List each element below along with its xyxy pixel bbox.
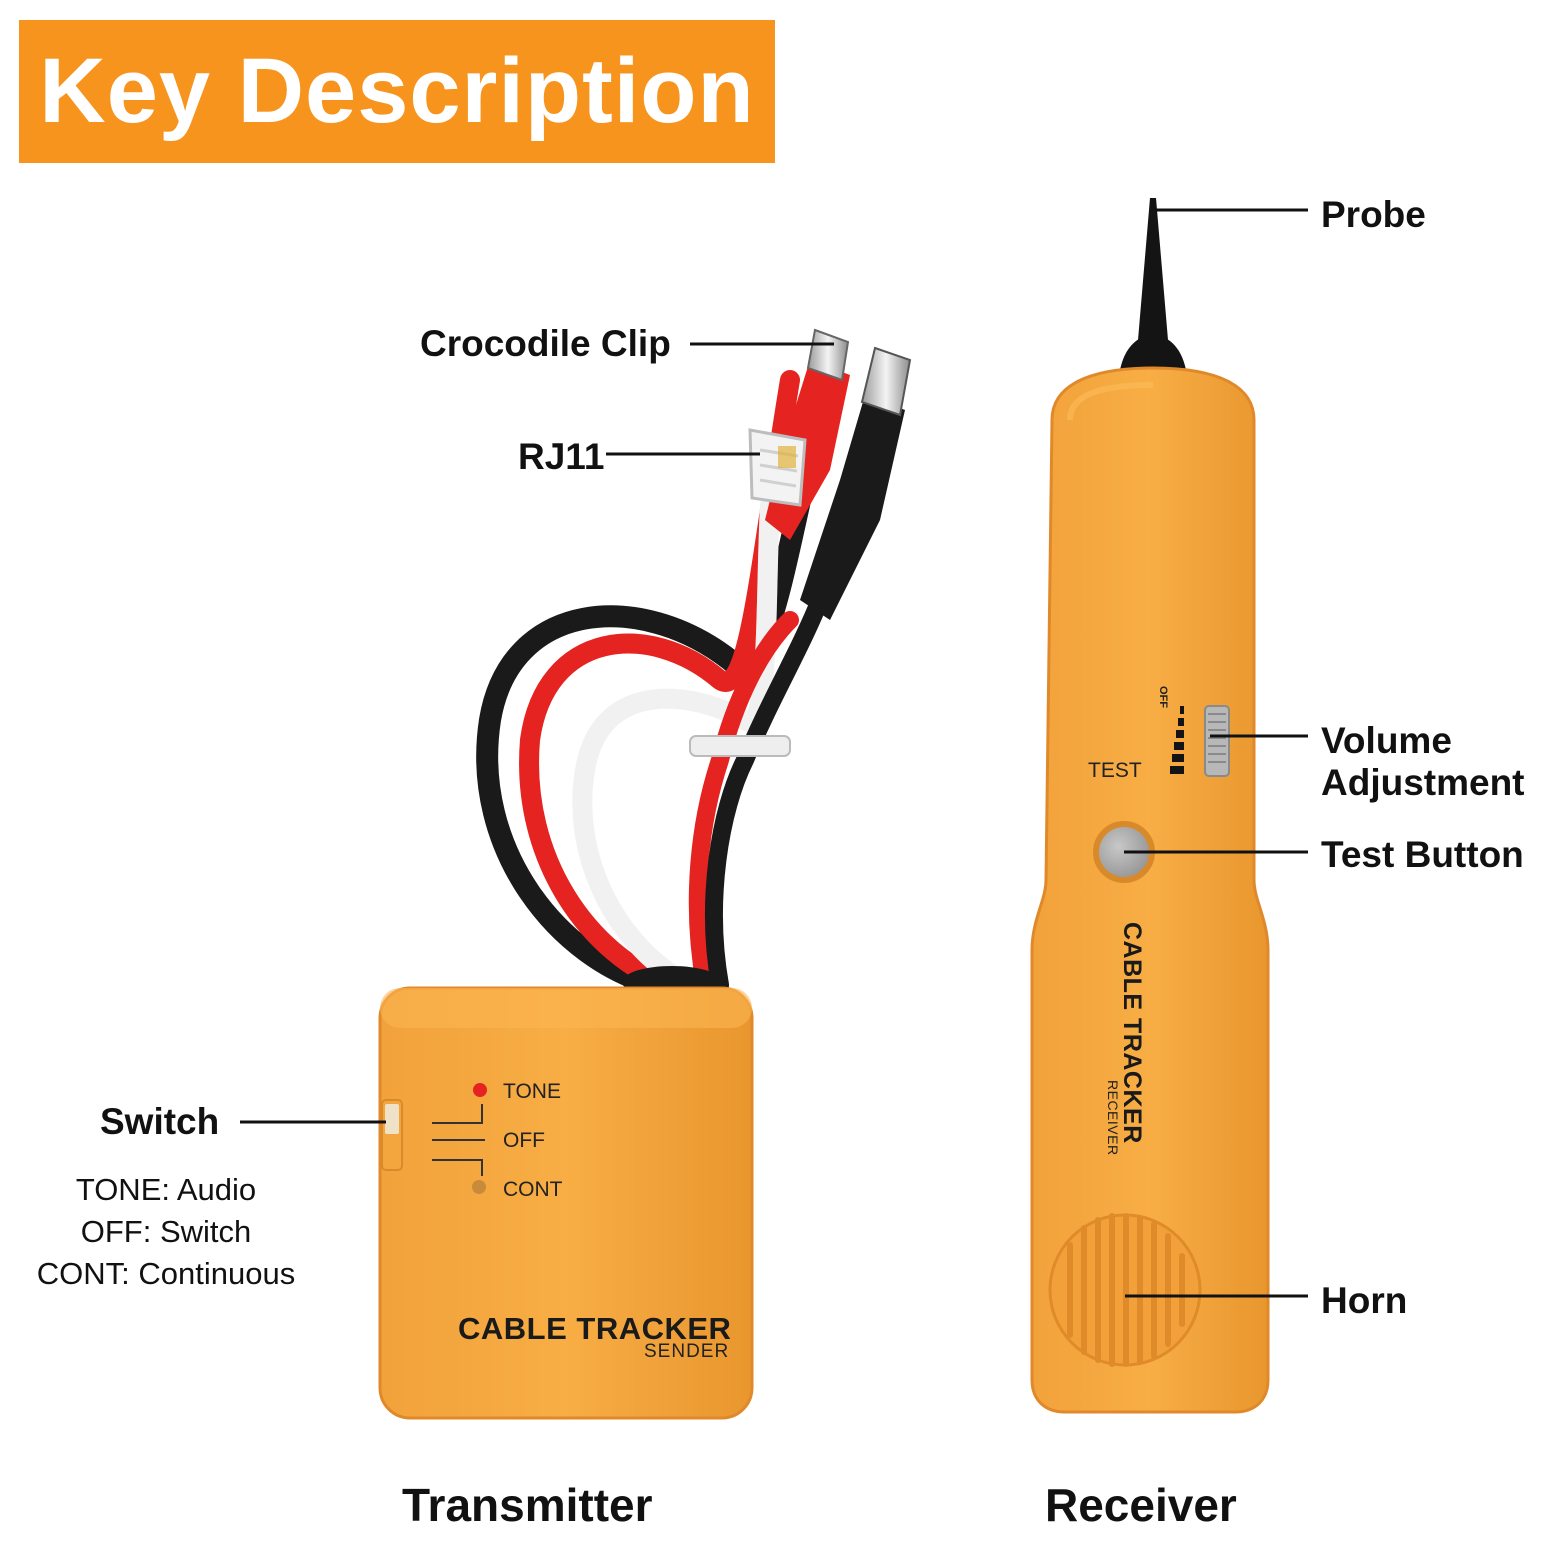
transmitter-body xyxy=(378,986,754,1420)
transmitter-brand: CABLE TRACKER xyxy=(458,1311,732,1346)
label-volume-line2: Adjustment xyxy=(1321,762,1525,803)
receiver-body xyxy=(1030,366,1270,1414)
volume-level-marks xyxy=(1170,706,1184,774)
device-text-volume-off: OFF xyxy=(1157,686,1169,708)
transmitter-model: SENDER xyxy=(644,1341,730,1362)
leader-lines xyxy=(240,208,1308,1298)
cable-tie xyxy=(689,735,791,757)
device-text-tone: TONE xyxy=(503,1080,561,1103)
label-crocodile-clip: Crocodile Clip xyxy=(420,323,671,364)
device-text-test: TEST xyxy=(1088,759,1142,782)
cont-led xyxy=(472,1180,486,1194)
transmitter-wires xyxy=(476,370,831,996)
volume-wheel xyxy=(1204,705,1230,777)
label-test-button: Test Button xyxy=(1321,834,1524,875)
switch-mode-cont: CONT: Continuous xyxy=(36,1256,296,1291)
device-text-off: OFF xyxy=(503,1129,545,1152)
caption-transmitter: Transmitter xyxy=(402,1479,653,1531)
header-banner xyxy=(19,20,775,163)
page-title: Key Description xyxy=(39,40,755,142)
receiver-model: RECEIVER xyxy=(1105,1080,1121,1156)
switch-legend-lines xyxy=(432,1104,485,1176)
label-rj11: RJ11 xyxy=(518,436,605,477)
caption-receiver: Receiver xyxy=(1045,1479,1237,1531)
switch-mode-tone: TONE: Audio xyxy=(75,1172,257,1207)
label-switch: Switch xyxy=(100,1101,220,1142)
tone-led xyxy=(473,1083,487,1097)
device-text-cont: CONT xyxy=(503,1178,563,1201)
horn-grille xyxy=(1048,1213,1202,1367)
black-crocodile-clip xyxy=(800,346,912,620)
label-volume-line1: Volume xyxy=(1321,720,1452,761)
receiver-brand: CABLE TRACKER xyxy=(1118,922,1146,1144)
switch-mode-off: OFF: Switch xyxy=(80,1214,252,1249)
header: Key Description xyxy=(19,20,775,163)
label-horn: Horn xyxy=(1321,1280,1408,1321)
label-probe: Probe xyxy=(1321,194,1426,235)
rj11-connector xyxy=(748,428,807,507)
receiver-probe xyxy=(1120,198,1186,370)
